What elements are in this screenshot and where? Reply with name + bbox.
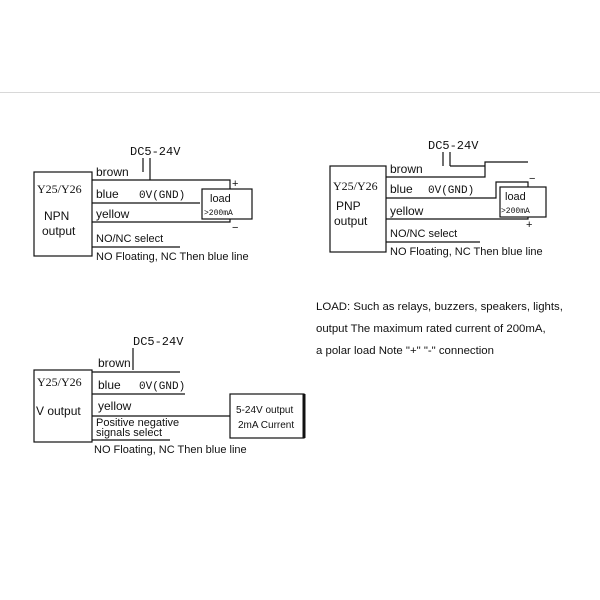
vout-model-label: Y25/Y26 <box>37 375 82 389</box>
vout-floating-label: NO Floating, NC Then blue line <box>94 444 247 456</box>
pnp-wire-brown <box>386 161 528 178</box>
vout-type-label: V output <box>36 404 81 418</box>
vout-diagram: DC5-24V Y25/Y26 V output brown blue 0V(G… <box>33 335 306 456</box>
pnp-diagram: DC5-24V Y25/Y26 PNP output brown blue 0V… <box>329 139 547 258</box>
vout-output-box <box>229 393 305 439</box>
pnp-load-label: load <box>505 191 526 203</box>
top-margin <box>0 0 600 92</box>
vout-select-label: Positive negative <box>96 417 179 429</box>
pnp-plus-label: + <box>526 219 532 231</box>
npn-floating-label: NO Floating, NC Then blue line <box>96 251 249 263</box>
vout-wire-blue-label: blue <box>98 378 121 392</box>
npn-minus-label: − <box>232 222 238 234</box>
pnp-minus-label: − <box>529 173 535 185</box>
vout-select-label-2: signals select <box>96 427 162 439</box>
vout-output-label: 5-24V output <box>236 405 293 416</box>
npn-supply-lead <box>142 158 151 172</box>
load-note-line-2: output The maximum rated current of 200m… <box>316 323 546 335</box>
load-note-line-3: a polar load Note "+" "-" connection <box>316 345 494 357</box>
npn-supply-label: DC5-24V <box>130 145 181 159</box>
npn-type-label: NPN <box>44 209 69 223</box>
pnp-model-label: Y25/Y26 <box>333 179 378 193</box>
pnp-supply-lead <box>442 152 451 166</box>
pnp-wire-blue <box>386 181 529 199</box>
npn-wire-brown-label: brown <box>96 165 129 179</box>
vout-gnd-label: 0V(GND) <box>139 381 185 393</box>
npn-load-box <box>201 188 253 220</box>
pnp-sensor-box <box>329 165 387 253</box>
pnp-wire-blue-label: blue <box>390 182 413 196</box>
pnp-type-label: PNP <box>336 199 361 213</box>
npn-wire-yellow <box>92 219 231 223</box>
vout-wire-brown-label: brown <box>98 356 131 370</box>
load-note: LOAD: Such as relays, buzzers, speakers,… <box>316 296 576 362</box>
pnp-wire-yellow <box>386 217 529 220</box>
load-note-line-1: LOAD: Such as relays, buzzers, speakers,… <box>316 301 563 313</box>
npn-diagram: DC5-24V Y25/Y26 NPN output brown + blue … <box>33 145 253 263</box>
pnp-floating-label: NO Floating, NC Then blue line <box>390 246 543 258</box>
pnp-wire-yellow-label: yellow <box>390 204 424 218</box>
npn-wire-brown <box>92 172 231 189</box>
bottom-margin <box>0 509 600 600</box>
vout-wire-yellow-label: yellow <box>98 399 132 413</box>
vout-supply-label: DC5-24V <box>133 335 184 349</box>
npn-sensor-box <box>33 171 93 257</box>
pnp-load-box <box>499 186 547 218</box>
npn-gnd-label: 0V(GND) <box>139 190 185 202</box>
pnp-select-label: NO/NC select <box>390 228 457 240</box>
npn-wire-yellow-label: yellow <box>96 207 130 221</box>
npn-wire-blue-label: blue <box>96 187 119 201</box>
vout-output-label-2: 2mA Current <box>238 420 294 431</box>
pnp-supply-label: DC5-24V <box>428 139 479 153</box>
npn-plus-label: + <box>232 178 238 190</box>
vout-sensor-box <box>33 369 93 443</box>
npn-load-rating: >200mA <box>204 209 233 218</box>
pnp-type-label-2: output <box>334 214 368 228</box>
npn-load-label: load <box>210 193 231 205</box>
npn-type-label-2: output <box>42 224 76 238</box>
npn-model-label: Y25/Y26 <box>37 182 82 196</box>
pnp-wire-brown-label: brown <box>390 162 423 176</box>
pnp-load-rating: >200mA <box>501 207 530 216</box>
npn-select-label: NO/NC select <box>96 233 163 245</box>
pnp-gnd-label: 0V(GND) <box>428 185 474 197</box>
